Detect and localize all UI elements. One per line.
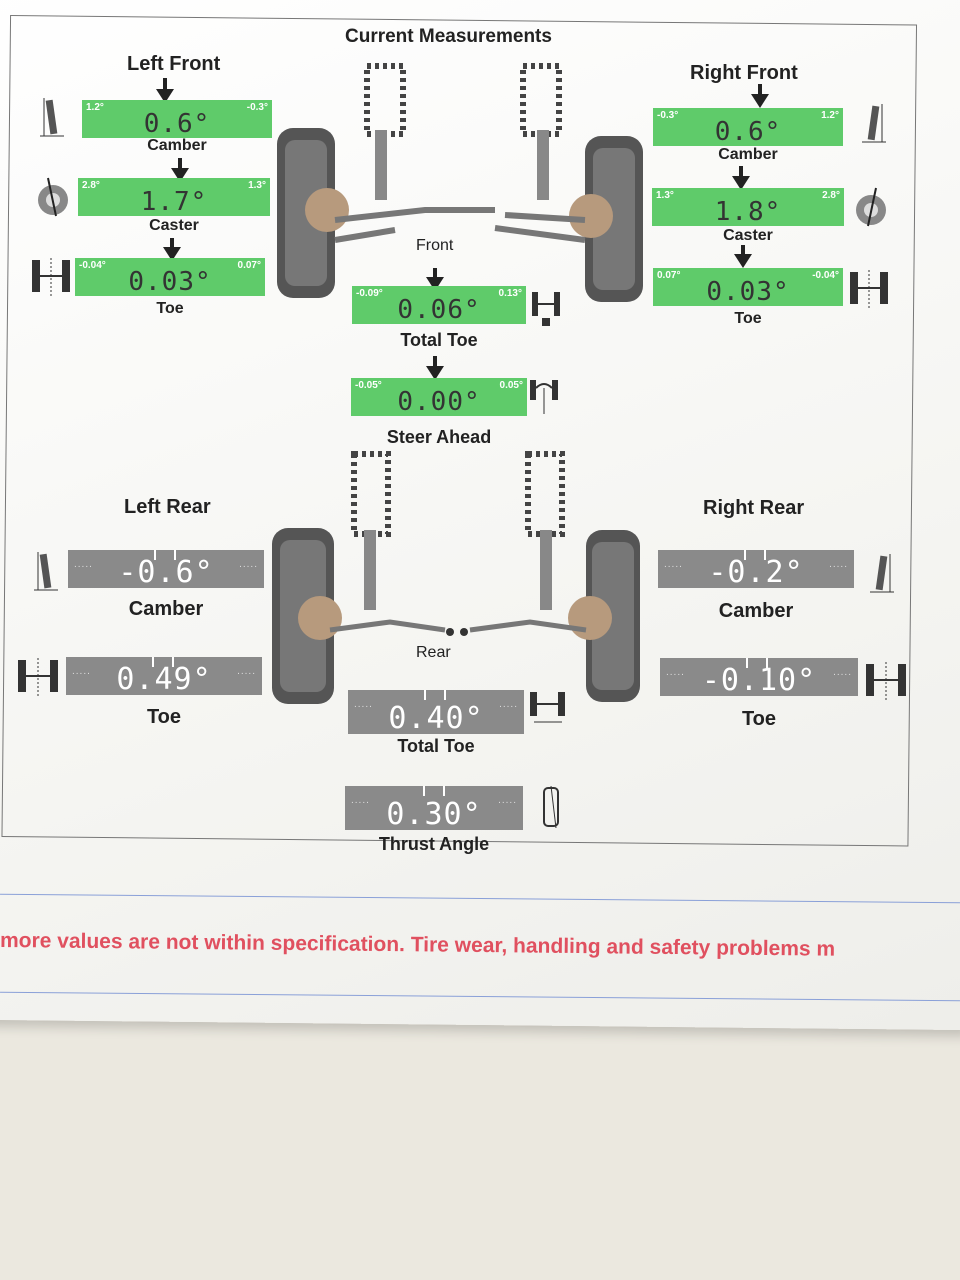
front-total-toe-min: -0.09° xyxy=(356,288,383,299)
lf-caster-pointer-stem xyxy=(178,158,182,170)
steer-ahead-pointer-icon xyxy=(426,366,444,380)
lf-caster-value: 1.7° xyxy=(140,187,208,217)
lf-caster-min: 2.8° xyxy=(82,180,100,191)
rf-toe-max: -0.04° xyxy=(812,270,839,281)
rf-caster-gauge: 1.3° 2.8° 1.8° xyxy=(652,188,844,227)
thrust-angle-diagram-icon xyxy=(543,785,559,829)
rf-toe-pointer-stem xyxy=(741,245,745,257)
front-total-toe-caption: Total Toe xyxy=(400,330,478,350)
lr-camber-left-dots: ..... xyxy=(74,559,93,570)
lf-toe-min: -0.04° xyxy=(79,260,106,271)
lf-camber-pointer-icon xyxy=(156,89,174,103)
front-total-toe-max: 0.13° xyxy=(498,288,522,299)
rf-toe-value: 0.03° xyxy=(706,277,790,307)
lf-toe-value: 0.03° xyxy=(128,267,212,297)
front-total-toe-pointer-stem xyxy=(433,268,437,280)
left-front-label: Left Front xyxy=(127,53,221,75)
lr-camber-value: -0.6° xyxy=(118,555,214,590)
lr-toe-value: 0.49° xyxy=(116,662,212,697)
front-total-toe-value: 0.06° xyxy=(397,295,481,325)
left-rear-label: Left Rear xyxy=(124,496,211,518)
toe-diagram-icon xyxy=(32,258,70,298)
camber-diagram-icon xyxy=(40,98,64,137)
lf-toe-max: 0.07° xyxy=(237,260,261,271)
rf-camber-pointer-icon xyxy=(751,94,769,108)
rr-toe-caption: Toe xyxy=(741,708,777,730)
rf-toe-min: 0.07° xyxy=(657,270,681,281)
lr-camber-right-dots: ..... xyxy=(239,559,258,570)
camber-diagram-icon xyxy=(34,552,58,591)
rf-camber-min: -0.3° xyxy=(657,110,679,121)
lr-camber-gauge: ..... ..... -0.6° xyxy=(68,550,264,590)
lr-camber-caption: Camber xyxy=(128,598,204,620)
rf-toe-caption: Toe xyxy=(734,310,762,327)
lr-toe-gauge: ..... ..... 0.49° xyxy=(66,657,262,697)
toe-diagram-icon xyxy=(866,662,906,702)
rf-camber-value: 0.6° xyxy=(714,117,782,147)
lf-caster-caption: Caster xyxy=(149,217,199,234)
front-suspension-illustration xyxy=(277,63,643,302)
lf-toe-gauge: -0.04° 0.07° 0.03° xyxy=(75,258,265,297)
steer-ahead-min: -0.05° xyxy=(355,380,382,391)
rf-caster-pointer-stem xyxy=(739,166,743,178)
lf-caster-gauge: 2.8° 1.3° 1.7° xyxy=(78,178,270,217)
front-total-toe-gauge: -0.09° 0.13° 0.06° xyxy=(352,286,526,325)
steer-ahead-max: 0.05° xyxy=(499,380,523,391)
camber-diagram-icon xyxy=(870,554,894,593)
rr-camber-gauge: ..... ..... -0.2° xyxy=(658,550,854,590)
rf-camber-max: 1.2° xyxy=(821,110,839,121)
lf-camber-gauge: 1.2° -0.3° 0.6° xyxy=(82,100,272,139)
caster-diagram-icon xyxy=(856,187,886,227)
toe-diagram-icon xyxy=(18,658,58,698)
toe-diagram-icon xyxy=(850,270,888,310)
steer-ahead-caption: Steer Ahead xyxy=(386,427,492,447)
rf-camber-pointer-stem xyxy=(758,84,762,96)
right-rear-label: Right Rear xyxy=(703,497,805,519)
lf-toe-pointer-stem xyxy=(170,238,174,250)
rear-total-toe-caption: Total Toe xyxy=(397,736,475,756)
rr-toe-gauge: ..... ..... -0.10° xyxy=(660,658,858,698)
lf-caster-max: 1.3° xyxy=(248,180,266,191)
lf-camber-pointer-stem xyxy=(163,78,167,90)
rf-caster-pointer-icon xyxy=(732,176,750,190)
thrust-angle-gauge: ..... ..... 0.30° xyxy=(345,786,523,832)
lf-camber-min: 1.2° xyxy=(86,102,104,113)
camber-diagram-icon xyxy=(862,104,886,143)
rear-suspension-illustration xyxy=(272,451,640,704)
rf-caster-max: 2.8° xyxy=(822,190,840,201)
rr-toe-value: -0.10° xyxy=(701,663,817,698)
rf-caster-caption: Caster xyxy=(723,227,773,244)
lr-toe-caption: Toe xyxy=(146,706,182,728)
rf-toe-gauge: 0.07° -0.04° 0.03° xyxy=(653,268,843,307)
lf-camber-max: -0.3° xyxy=(246,102,268,113)
total-toe-diagram-icon xyxy=(530,692,565,723)
lf-toe-pointer-icon xyxy=(163,247,181,261)
rear-total-toe-value: 0.40° xyxy=(388,701,484,736)
front-axle-label: Front xyxy=(416,237,454,254)
steer-ahead-gauge: -0.05° 0.05° 0.00° xyxy=(351,378,527,417)
rear-axle-label: Rear xyxy=(416,644,451,661)
steer-ahead-pointer-stem xyxy=(433,356,437,368)
rf-toe-pointer-icon xyxy=(734,254,752,268)
rf-caster-min: 1.3° xyxy=(656,190,674,201)
right-front-label: Right Front xyxy=(690,62,798,84)
page-title: Current Measurements xyxy=(345,26,552,47)
rf-camber-caption: Camber xyxy=(718,146,778,163)
rr-camber-caption: Camber xyxy=(718,600,794,622)
thrust-angle-caption: Thrust Angle xyxy=(378,834,490,854)
lf-toe-caption: Toe xyxy=(156,300,184,317)
steer-ahead-value: 0.00° xyxy=(397,387,481,417)
thrust-angle-value: 0.30° xyxy=(386,797,482,832)
rf-camber-gauge: -0.3° 1.2° 0.6° xyxy=(653,108,843,147)
lf-camber-value: 0.6° xyxy=(143,109,211,139)
caster-diagram-icon xyxy=(38,177,68,217)
total-toe-diagram-icon xyxy=(532,292,560,326)
lf-camber-caption: Camber xyxy=(147,137,207,154)
rear-total-toe-gauge: ..... ..... 0.40° xyxy=(348,690,524,736)
rf-caster-value: 1.8° xyxy=(714,197,782,227)
rr-camber-value: -0.2° xyxy=(708,555,804,590)
steer-ahead-diagram-icon xyxy=(530,380,558,414)
